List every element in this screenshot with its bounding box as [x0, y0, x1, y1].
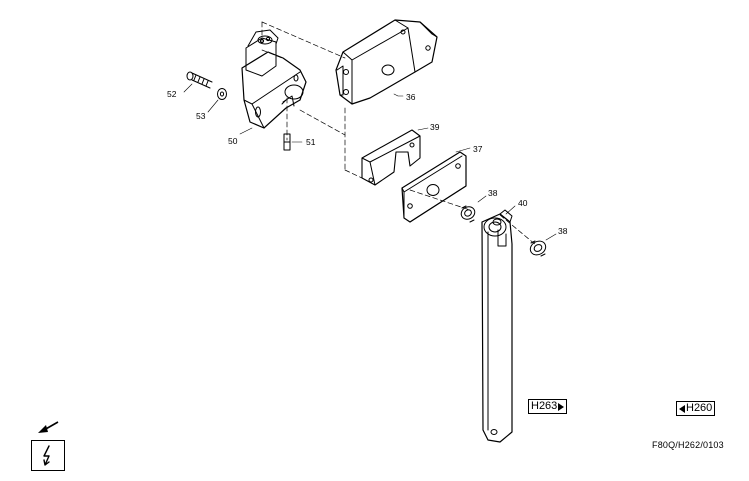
bracket-39 [361, 129, 421, 186]
callout-38-upper: 38 [488, 188, 498, 198]
callout-52: 52 [167, 89, 177, 99]
callout-36: 36 [406, 92, 416, 102]
plate-37 [401, 151, 467, 223]
reference-prev-page[interactable]: H260 [676, 401, 716, 416]
bracket-36 [335, 19, 438, 105]
callout-40: 40 [518, 198, 528, 208]
callout-37: 37 [473, 144, 483, 154]
callout-51: 51 [306, 137, 316, 147]
bushing-38-upper [460, 205, 476, 223]
callout-38-lower: 38 [558, 226, 568, 236]
electrical-symbol-box [31, 440, 65, 471]
washer-53 [217, 88, 227, 100]
callouts: 36 39 37 38 40 38 50 51 52 53 [167, 89, 568, 236]
assembly-lines [261, 21, 537, 246]
lightning-bolt-icon [43, 445, 50, 466]
callout-39: 39 [430, 122, 440, 132]
callout-53: 53 [196, 111, 206, 121]
reference-next-label: H263 [531, 400, 558, 412]
pin-51 [283, 133, 291, 151]
reference-prev-label: H260 [686, 402, 713, 414]
arrow-down-left-icon [38, 421, 59, 433]
triangle-right-icon [558, 402, 565, 411]
triangle-left-icon [679, 404, 685, 413]
bushing-38-lower [529, 240, 547, 257]
callout-50: 50 [228, 136, 238, 146]
lever-arm-40 [481, 209, 513, 443]
bolt-52 [186, 71, 213, 89]
sensor-50 [241, 29, 307, 129]
leader-lines [183, 83, 557, 241]
drawing-code: F80Q/H262/0103 [652, 440, 724, 450]
reference-next-page[interactable]: H263 [528, 399, 568, 414]
